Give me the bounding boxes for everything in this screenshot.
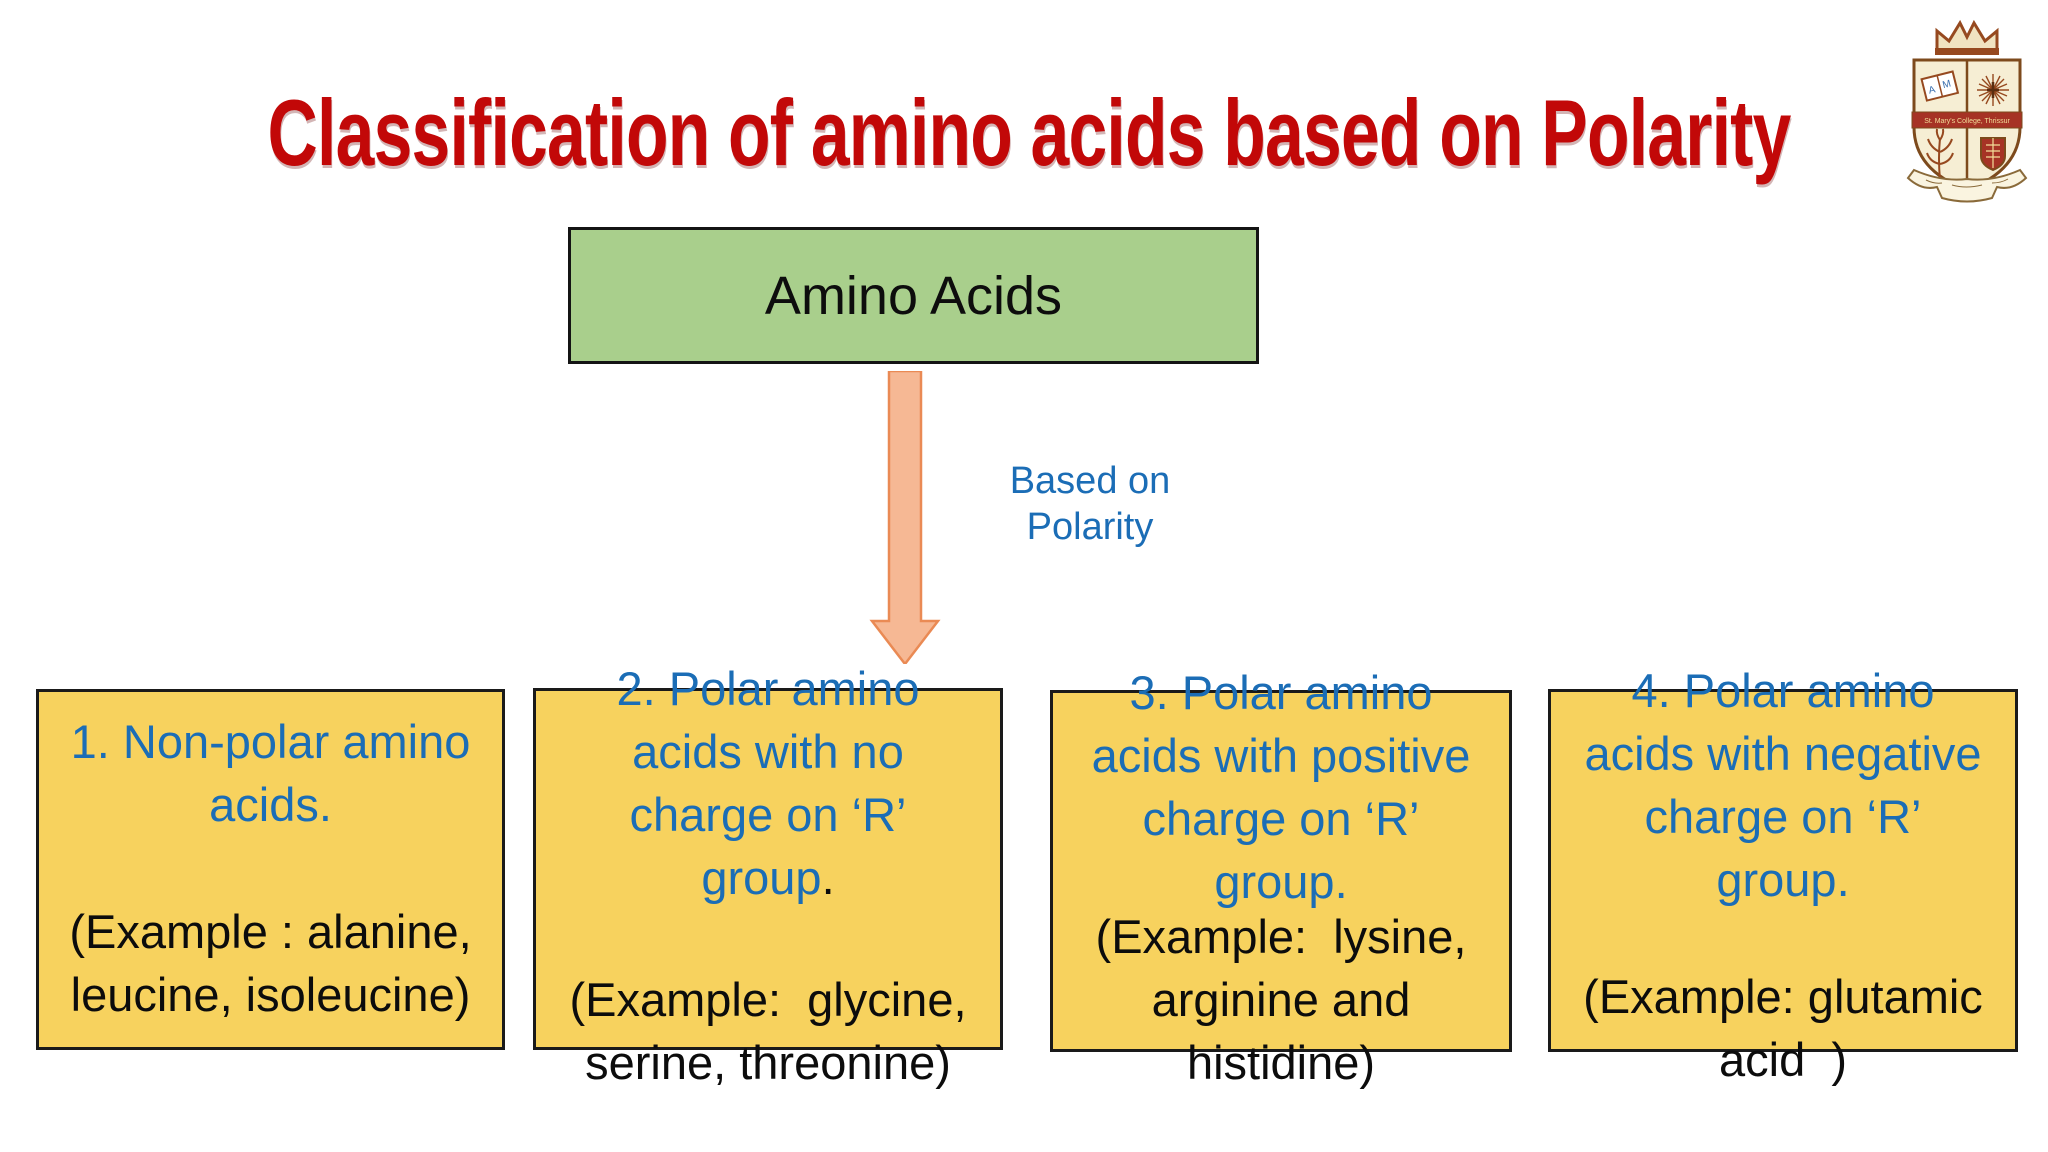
category-box-3: 3. Polar amino acids with positive charg… (1050, 666, 1512, 1089)
crest-crown-icon (1935, 19, 1999, 52)
category-box-4: 4. Polar amino acids with negative charg… (1548, 664, 2018, 1086)
college-crest-logo: A M St. Mary's College, Thrissur (1906, 19, 2028, 203)
category-example: (Example : alanine, leucine, isoleucine) (69, 905, 472, 1021)
category-heading: 1. Non-polar amino acids. (70, 715, 471, 831)
category-example: (Example: lysine, arginine and histidine… (1095, 910, 1467, 1089)
heading-period: . (821, 851, 835, 904)
crest-small-shield-icon (1980, 137, 2006, 172)
category-heading: 4. Polar amino acids with negative charg… (1584, 664, 1982, 906)
category-heading: 2. Polar amino acids with no charge on ‘… (616, 662, 920, 904)
crest-book-icon: A M (1920, 70, 1960, 102)
category-rect (1050, 690, 1512, 1052)
arrow-annotation-line: Polarity (1026, 506, 1154, 548)
category-example: (Example: glycine, serine, threonine) (569, 973, 967, 1089)
amino-acids-root-box: Amino Acids (568, 227, 1259, 364)
svg-text:M: M (1941, 78, 1952, 91)
page-title: Classification of amino acids based on P… (0, 86, 2048, 180)
category-example: (Example: glutamic acid ) (1583, 970, 1983, 1086)
category-rect (1548, 689, 2018, 1052)
crest-plant-icon (1926, 128, 1954, 181)
category-rect (533, 688, 1003, 1050)
crest-sunburst-icon (1977, 74, 2009, 106)
category-box-2: 2. Polar amino acids with no charge on ‘… (533, 662, 1003, 1089)
crest-ribbon-icon (1906, 168, 2028, 203)
category-rect (36, 689, 505, 1050)
amino-acids-label: Amino Acids (764, 265, 1063, 326)
category-box-1: 1. Non-polar amino acids. (Example : ala… (36, 689, 505, 1050)
page-title-text: Classification of amino acids based on P… (267, 80, 1792, 185)
svg-text:A: A (1927, 84, 1936, 96)
arrow-annotation: Based on Polarity (980, 458, 1200, 550)
crest-band-text: St. Mary's College, Thrissur (1924, 118, 2010, 125)
category-heading: 3. Polar amino acids with positive charg… (1091, 666, 1471, 908)
down-arrow-icon (869, 371, 941, 664)
arrow-annotation-line: Based on (1009, 460, 1171, 502)
